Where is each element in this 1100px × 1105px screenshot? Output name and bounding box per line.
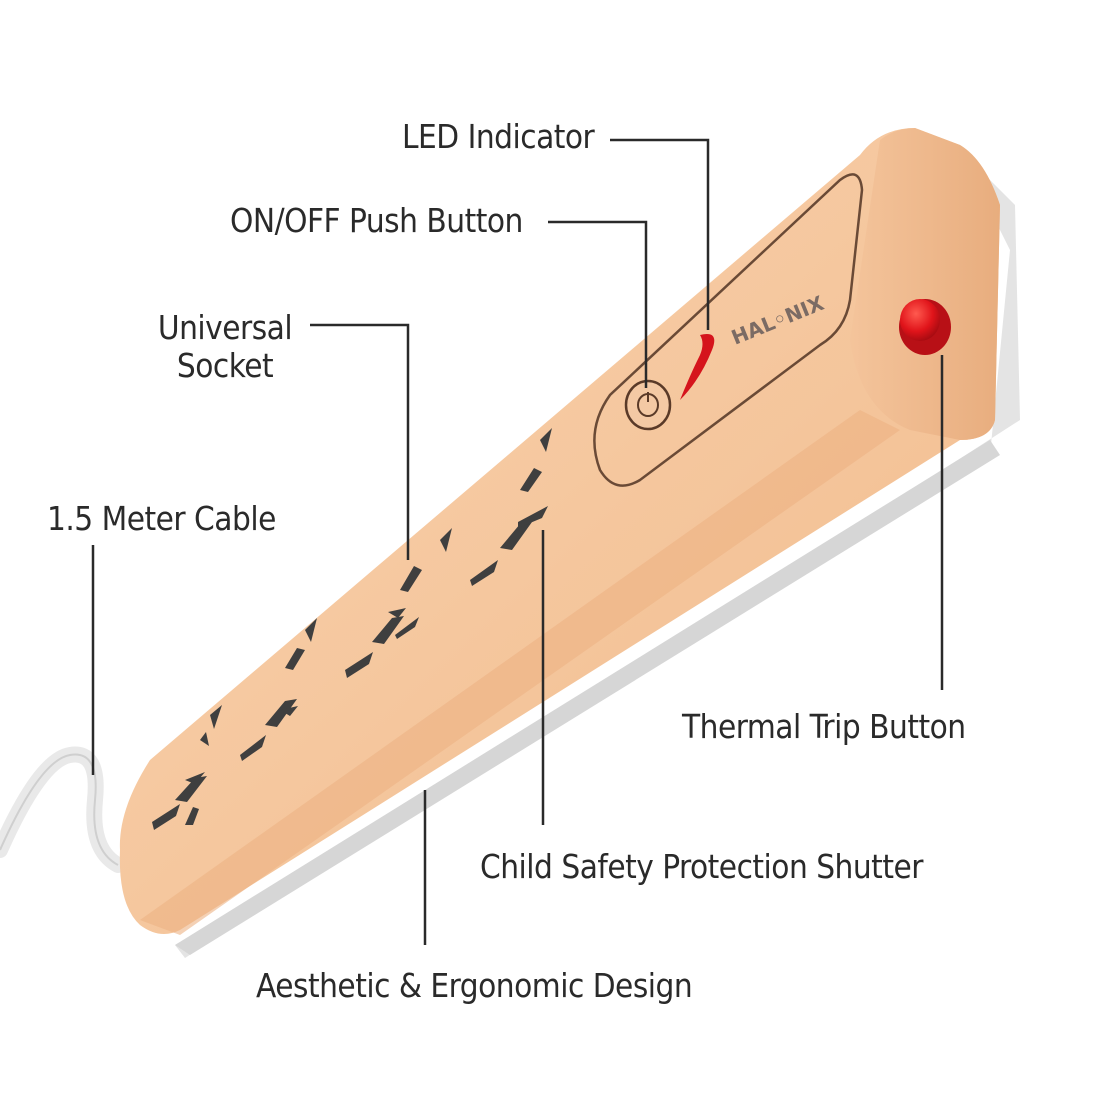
callout-push-button: ON/OFF Push Button [230, 201, 523, 240]
leader-lines [91, 138, 944, 945]
switch-panel [593, 173, 864, 487]
leader-push-button [548, 220, 648, 388]
callout-design: Aesthetic & Ergonomic Design [256, 966, 693, 1005]
callout-thermal-trip: Thermal Trip Button [682, 707, 966, 746]
on-off-push-button [624, 379, 672, 431]
socket-1 [152, 705, 222, 830]
leader-universal-socket [310, 323, 410, 560]
callout-cable: 1.5 Meter Cable [47, 499, 276, 538]
callout-led-indicator: LED Indicator [402, 117, 595, 156]
callout-child-safety: Child Safety Protection Shutter [480, 847, 923, 886]
socket-3 [345, 528, 452, 678]
strip-body [119, 128, 1001, 934]
led-indicator [680, 334, 715, 400]
callout-universal-socket-line1: Universal [157, 308, 293, 347]
socket-4 [470, 428, 552, 586]
leader-led [610, 138, 710, 330]
callout-universal-socket-line2: Socket [176, 346, 274, 385]
callout-universal-socket: Universal Socket [150, 309, 300, 385]
socket-2 [240, 618, 317, 761]
